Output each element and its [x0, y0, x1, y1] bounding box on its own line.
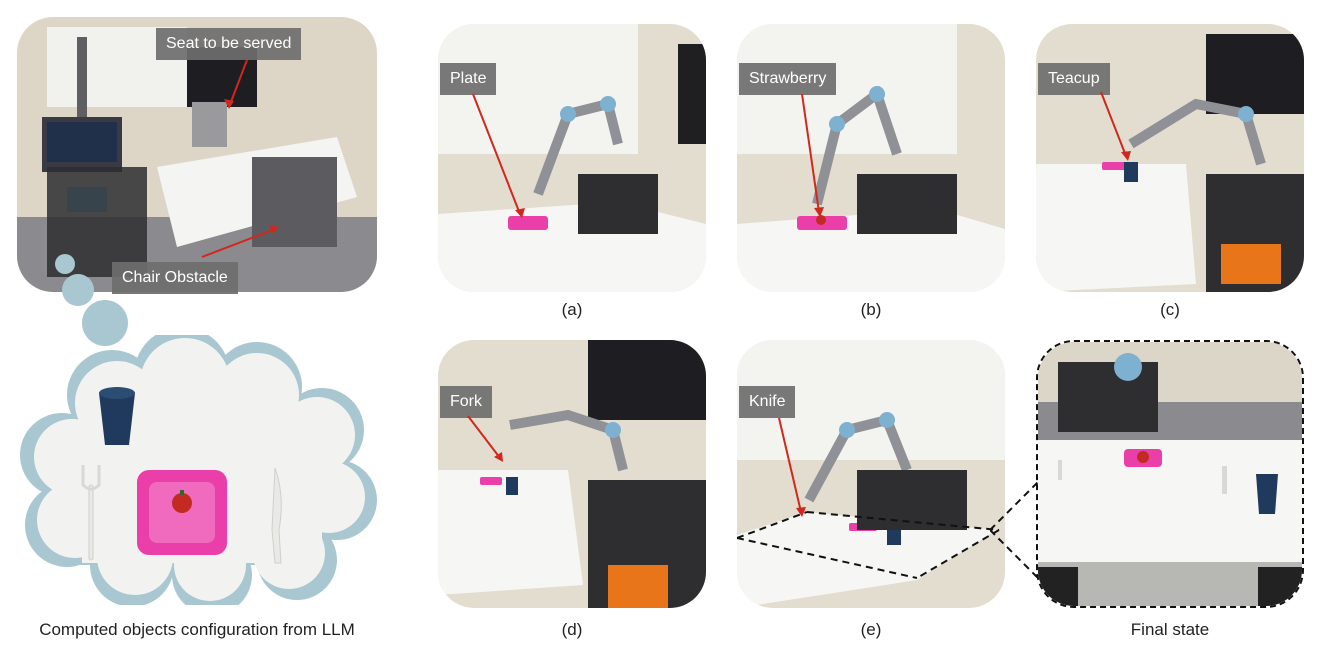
panel-e-arrow — [778, 417, 806, 517]
panel-d-photo — [438, 340, 706, 608]
panel-a-label: Plate — [440, 63, 497, 95]
panel-d-caption: (d) — [561, 620, 583, 639]
panel-c-arrow — [1100, 91, 1131, 161]
panel-e-photo — [737, 340, 1005, 608]
thought-bubble-medium — [62, 274, 94, 306]
main-scene-arrows — [201, 59, 279, 258]
panel-e-label: Knife — [739, 386, 796, 418]
panel-c-caption: (c) — [1160, 300, 1180, 319]
panel-c-photo — [1036, 24, 1304, 292]
seat-label: Seat to be served — [156, 28, 302, 60]
panel-d-label: Fork — [440, 386, 492, 418]
panel-d-arrow — [467, 415, 503, 462]
llm-config-cloud — [20, 335, 377, 605]
panel-a-arrow — [472, 93, 525, 218]
panel-b-label: Strawberry — [739, 63, 837, 95]
thought-bubble-small — [55, 254, 75, 274]
llm-config-caption: Computed objects configuration from LLM — [39, 620, 355, 639]
panel-c-label: Teacup — [1038, 63, 1110, 95]
panel-b-caption: (b) — [860, 300, 882, 319]
final-state-photo — [1036, 340, 1304, 608]
final-state-caption: Final state — [1130, 620, 1210, 639]
panel-a-caption: (a) — [561, 300, 583, 319]
thought-bubble-large — [82, 300, 128, 346]
chair-obstacle-label: Chair Obstacle — [112, 262, 238, 294]
panel-e-caption: (e) — [860, 620, 882, 639]
panel-b-arrow — [801, 93, 824, 217]
